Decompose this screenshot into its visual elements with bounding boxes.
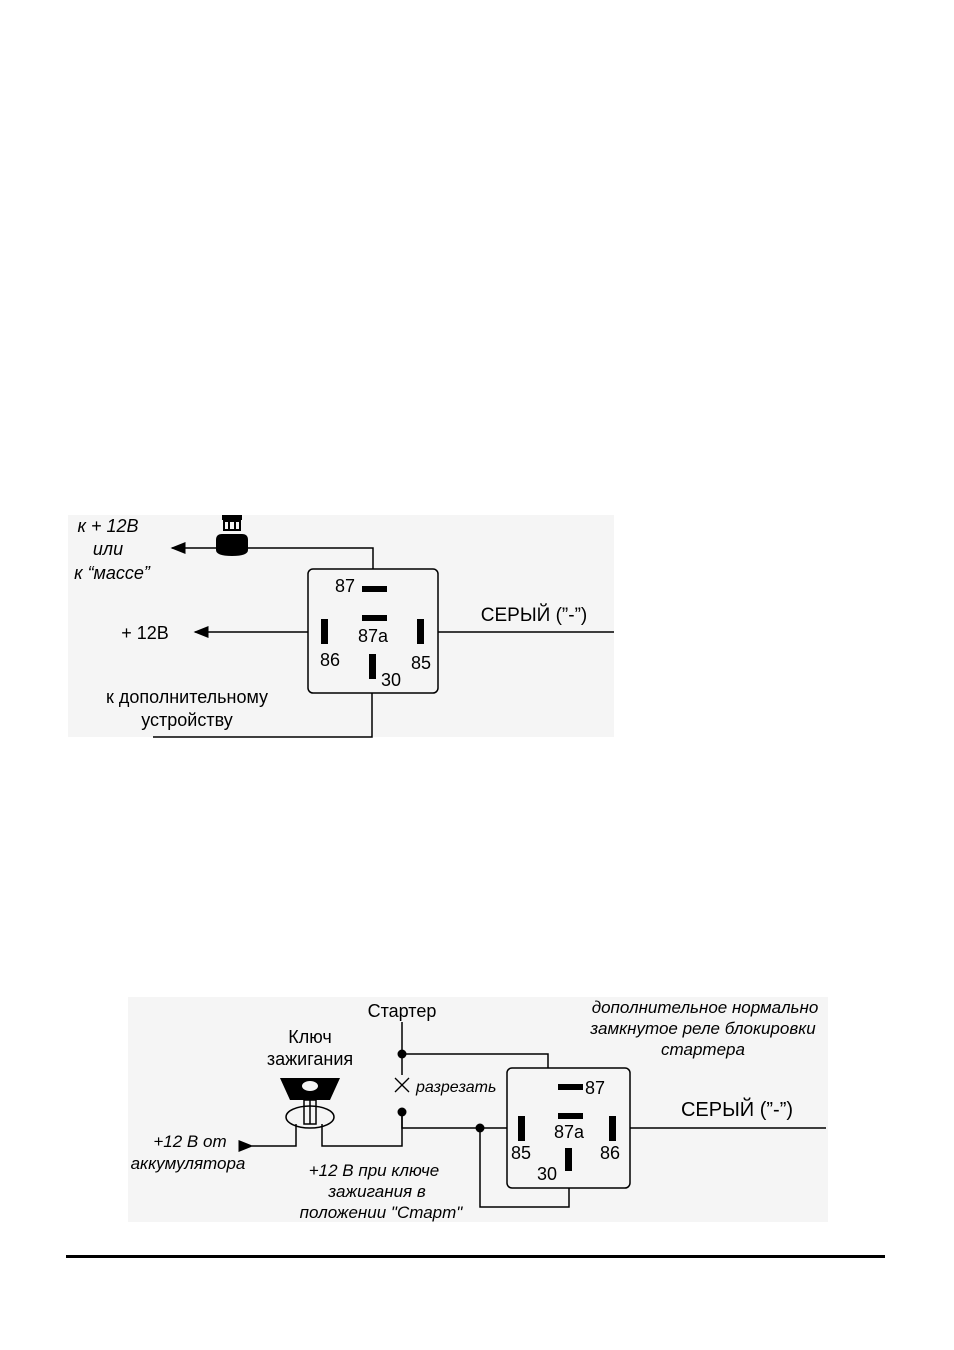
pin-label-85: 85 (511, 1143, 531, 1163)
junction-dot (398, 1050, 407, 1059)
relay-1-contact-87 (362, 586, 387, 592)
relay-1-contact-85 (417, 619, 424, 644)
relay-2-contact-30 (565, 1148, 572, 1171)
junction-dot (476, 1124, 485, 1133)
label-plus12-or: к + 12В (77, 516, 138, 536)
relay-diagram-1: к + 12В или к “массе” + 12В к дополнител… (68, 515, 614, 737)
label-battery-1: +12 В от (153, 1132, 226, 1151)
label-start-2: зажигания в (327, 1182, 426, 1201)
junction-dot (398, 1108, 407, 1117)
relay-diagram-2: Стартер Ключ зажигания разрезать +12 В о… (128, 997, 828, 1222)
label-device-2: устройству (141, 710, 233, 730)
pin-label-86: 86 (320, 650, 340, 670)
label-relay-desc-3: стартера (661, 1040, 745, 1059)
label-device-1: к дополнительному (106, 687, 268, 707)
label-or: или (93, 539, 123, 559)
pin-label-30: 30 (537, 1164, 557, 1184)
page-footer-rule (66, 1255, 885, 1258)
relay-2-contact-85 (518, 1116, 525, 1141)
label-grey-wire-2: СЕРЫЙ (”-”) (681, 1097, 793, 1121)
relay-1-contact-30 (369, 654, 376, 679)
pin-label-86: 86 (600, 1143, 620, 1163)
pin-label-87: 87 (585, 1078, 605, 1098)
label-relay-desc-2: замкнутое реле блокировки (589, 1019, 816, 1038)
label-to-ground: к “массе” (74, 563, 151, 583)
label-plus12: + 12В (121, 623, 169, 643)
relay-1-contact-87a (362, 615, 387, 621)
relay-2-contact-87 (558, 1084, 583, 1090)
relay-2-contact-86 (609, 1116, 616, 1141)
relay-1-contact-86 (321, 619, 328, 644)
pin-label-85: 85 (411, 653, 431, 673)
label-grey-wire-1: СЕРЫЙ (”-”) (481, 604, 587, 626)
relay-2-contact-87a (558, 1113, 583, 1119)
label-battery-2: аккумулятора (131, 1154, 246, 1173)
label-relay-desc-1: дополнительное нормально (592, 998, 819, 1017)
label-start-1: +12 В при ключе (309, 1161, 440, 1180)
label-key-1: Ключ (288, 1027, 331, 1047)
label-start-3: положении "Старт" (300, 1203, 464, 1222)
label-key-2: зажигания (267, 1049, 353, 1069)
pin-label-30: 30 (381, 670, 401, 690)
label-starter: Стартер (368, 1001, 437, 1021)
pin-label-87: 87 (335, 576, 355, 596)
pin-label-87a: 87а (358, 626, 389, 646)
pin-label-87a: 87а (554, 1122, 585, 1142)
label-cut: разрезать (415, 1079, 496, 1096)
